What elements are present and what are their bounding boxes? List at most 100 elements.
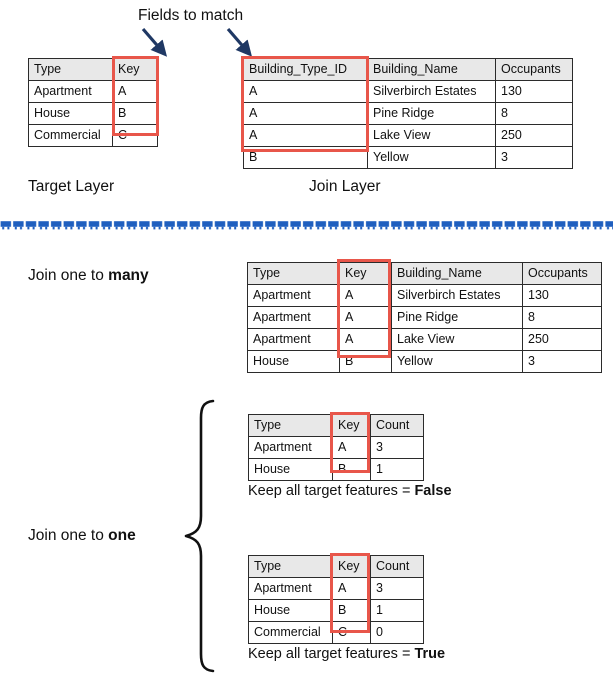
column-header: Count bbox=[370, 555, 424, 578]
column-header: Building_Type_ID bbox=[243, 58, 368, 81]
table-row: A Pine Ridge 8 bbox=[243, 102, 573, 125]
table-row: Apartment A 3 bbox=[248, 577, 424, 600]
cell-building-type-id: A bbox=[243, 80, 368, 103]
join-one-to-one-prefix: Join one to bbox=[28, 527, 109, 544]
cell-occupants: 8 bbox=[522, 306, 602, 329]
keep-all-true-caption: Keep all target features = True bbox=[248, 645, 445, 663]
grouping-brace bbox=[184, 399, 215, 673]
join-layer-caption: Join Layer bbox=[309, 178, 381, 195]
cell-building-name: Pine Ridge bbox=[367, 102, 496, 125]
column-header: Type bbox=[247, 262, 340, 285]
cell-key: B bbox=[112, 102, 158, 125]
cell-building-name: Pine Ridge bbox=[391, 306, 523, 329]
section-divider bbox=[0, 218, 613, 232]
cell-type: Apartment bbox=[247, 284, 340, 307]
keep-all-true-prefix: Keep all target features = bbox=[248, 646, 415, 662]
table-row: House B 1 bbox=[248, 458, 424, 481]
target-layer-table: Type Key Apartment A House B Commercial … bbox=[28, 58, 158, 147]
cell-type: House bbox=[248, 599, 333, 622]
table-row: House B Yellow 3 bbox=[247, 350, 602, 373]
cell-building-type-id: A bbox=[243, 102, 368, 125]
one-to-one-false-table: Type Key Count Apartment A 3 House B 1 bbox=[248, 414, 424, 481]
table-row: House B 1 bbox=[248, 599, 424, 622]
join-layer-table: Building_Type_ID Building_Name Occupants… bbox=[243, 58, 573, 169]
cell-key: B bbox=[332, 458, 371, 481]
table-row: Apartment A Pine Ridge 8 bbox=[247, 306, 602, 329]
keep-all-false-value: False bbox=[414, 483, 452, 499]
column-header: Type bbox=[28, 58, 113, 81]
cell-occupants: 130 bbox=[495, 80, 573, 103]
cell-type: Apartment bbox=[28, 80, 113, 103]
column-header: Type bbox=[248, 414, 333, 437]
cell-count: 1 bbox=[370, 458, 424, 481]
cell-type: House bbox=[247, 350, 340, 373]
cell-count: 3 bbox=[370, 577, 424, 600]
column-header: Building_Name bbox=[391, 262, 523, 285]
cell-building-name: Silverbirch Estates bbox=[391, 284, 523, 307]
column-header: Key bbox=[332, 555, 371, 578]
arrow-to-join-key-icon bbox=[226, 27, 253, 57]
cell-occupants: 3 bbox=[522, 350, 602, 373]
table-row: House B bbox=[28, 102, 158, 125]
table-row: Commercial C 0 bbox=[248, 621, 424, 644]
table-row: Apartment A 3 bbox=[248, 436, 424, 459]
table-row: A Lake View 250 bbox=[243, 124, 573, 147]
table-row: Apartment A Silverbirch Estates 130 bbox=[247, 284, 602, 307]
column-header: Key bbox=[339, 262, 392, 285]
column-header: Occupants bbox=[522, 262, 602, 285]
cell-type: Apartment bbox=[247, 328, 340, 351]
cell-type: Apartment bbox=[248, 436, 333, 459]
cell-building-name: Yellow bbox=[391, 350, 523, 373]
cell-count: 0 bbox=[370, 621, 424, 644]
cell-building-type-id: A bbox=[243, 124, 368, 147]
target-layer-caption: Target Layer bbox=[28, 178, 115, 195]
table-row: Apartment A Lake View 250 bbox=[247, 328, 602, 351]
table-row: A Silverbirch Estates 130 bbox=[243, 80, 573, 103]
cell-type: Apartment bbox=[247, 306, 340, 329]
cell-occupants: 250 bbox=[522, 328, 602, 351]
column-header: Count bbox=[370, 414, 424, 437]
join-one-to-many-emphasis: many bbox=[108, 267, 149, 284]
cell-building-name: Yellow bbox=[367, 146, 496, 169]
table-header-row: Type Key Building_Name Occupants bbox=[247, 262, 602, 285]
table-row: Commercial C bbox=[28, 124, 158, 147]
table-row: B Yellow 3 bbox=[243, 146, 573, 169]
join-one-to-one-emphasis: one bbox=[108, 527, 136, 544]
cell-type: Commercial bbox=[28, 124, 113, 147]
cell-building-type-id: B bbox=[243, 146, 368, 169]
cell-building-name: Lake View bbox=[367, 124, 496, 147]
cell-type: House bbox=[28, 102, 113, 125]
one-to-many-result-table: Type Key Building_Name Occupants Apartme… bbox=[247, 262, 602, 373]
one-to-one-true-table: Type Key Count Apartment A 3 House B 1 C… bbox=[248, 555, 424, 644]
cell-count: 3 bbox=[370, 436, 424, 459]
cell-key: A bbox=[112, 80, 158, 103]
keep-all-true-value: True bbox=[414, 646, 446, 662]
cell-key: A bbox=[339, 328, 392, 351]
keep-all-false-prefix: Keep all target features = bbox=[248, 483, 415, 499]
cell-key: A bbox=[332, 577, 371, 600]
cell-building-name: Lake View bbox=[391, 328, 523, 351]
table-row: Apartment A bbox=[28, 80, 158, 103]
column-header: Key bbox=[332, 414, 371, 437]
column-header: Occupants bbox=[495, 58, 573, 81]
cell-building-name: Silverbirch Estates bbox=[367, 80, 496, 103]
arrow-to-target-key-icon bbox=[141, 27, 168, 57]
cell-type: House bbox=[248, 458, 333, 481]
join-one-to-one-label: Join one to one bbox=[28, 527, 136, 545]
table-header-row: Type Key bbox=[28, 58, 158, 81]
cell-key: A bbox=[332, 436, 371, 459]
cell-count: 1 bbox=[370, 599, 424, 622]
cell-type: Apartment bbox=[248, 577, 333, 600]
fields-to-match-label: Fields to match bbox=[138, 7, 244, 24]
cell-type: Commercial bbox=[248, 621, 333, 644]
table-header-row: Type Key Count bbox=[248, 414, 424, 437]
cell-occupants: 3 bbox=[495, 146, 573, 169]
cell-occupants: 250 bbox=[495, 124, 573, 147]
column-header: Building_Name bbox=[367, 58, 496, 81]
keep-all-false-caption: Keep all target features = False bbox=[248, 482, 452, 500]
column-header: Type bbox=[248, 555, 333, 578]
cell-key: A bbox=[339, 306, 392, 329]
cell-key: B bbox=[339, 350, 392, 373]
cell-key: A bbox=[339, 284, 392, 307]
